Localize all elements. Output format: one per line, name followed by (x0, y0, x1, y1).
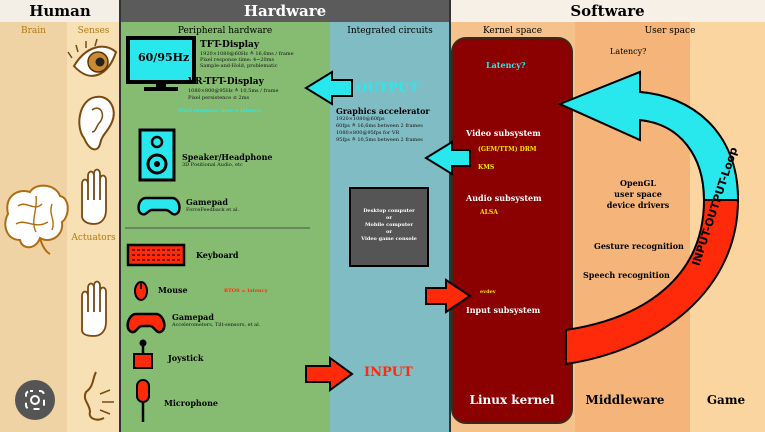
eye-icon (67, 38, 118, 77)
kernel-latency: Latency? (486, 60, 526, 70)
kernel-box (451, 37, 573, 424)
userspace-latency: Latency? (610, 47, 647, 56)
output-arrow (304, 70, 353, 106)
subheader-user-space: User space (644, 26, 696, 36)
vr-title: VR-TFT-Display (188, 77, 264, 87)
gamepad-input-title: Gamepad (172, 312, 214, 322)
alsa-label: ALSA (480, 209, 498, 216)
divider-right (449, 0, 451, 432)
input-output-loop-arrow (557, 70, 740, 366)
opengl-block: OpenGL user space device drivers (598, 178, 678, 211)
speaker-title: Speaker/Headphone (182, 152, 273, 162)
middleware-label: Middleware (585, 393, 665, 407)
mouth-icon (83, 371, 114, 421)
ear-icon (78, 95, 115, 151)
gamepad-output-spec: ForceFeedback et al. (186, 207, 239, 213)
evdev-label: evdev (480, 289, 496, 295)
divider-left (119, 0, 121, 432)
computer-line-2: or (386, 215, 392, 221)
hand-actuator-icon (81, 280, 107, 337)
monitor-refresh-label: 60/95Hz (138, 51, 190, 64)
kms-label: KMS (478, 164, 495, 171)
speech-recognition: Speech recognition (583, 270, 670, 280)
subheader-actuators: Actuators (71, 233, 116, 243)
gpu-spec-4: 95fps ≙ 10,5ms between 2 frames (336, 137, 423, 143)
opengl-line-2: user space (614, 189, 662, 199)
keyboard-title: Keyboard (196, 250, 239, 260)
monitor-icon (126, 36, 196, 91)
joystick-title: Joystick (168, 353, 204, 363)
linux-kernel-label: Linux kernel (469, 393, 555, 407)
output-label: OUTPUT (356, 81, 420, 96)
vr-spec-1: 1080×800@95Hz ≙ 10,5ms / frame (188, 88, 279, 94)
subheader-senses: Senses (77, 26, 110, 36)
tft-title: TFT-Display (200, 40, 260, 50)
gpu-spec-1: 1920×1080@60fps (336, 116, 385, 122)
evdev-input-arrow (425, 278, 472, 314)
gamepad-output-title: Gamepad (186, 197, 228, 207)
gamepad-input-spec: Accelerometers, Tilt-sensors, et al. (172, 322, 261, 328)
game-label: Game (706, 393, 746, 407)
input-label: INPUT (364, 365, 413, 380)
gpu-spec-2: 60fps ≙ 16,6ms between 2 frames (336, 123, 423, 129)
userspace-column (575, 0, 690, 432)
gpu-title: Graphics accelerator (336, 106, 430, 116)
input-subsystem: Input subsystem (466, 305, 541, 315)
tft-spec-1: 1920×1080@60Hz ≙ 16,6ms / frame (200, 51, 294, 57)
opengl-line-3: device drivers (606, 200, 670, 210)
audio-output-arrow (424, 140, 471, 176)
computer-box (349, 187, 429, 267)
mouse-icon (134, 281, 148, 301)
gpu-spec-3: 1080×800@95fps for VR (336, 130, 400, 136)
microphone-icon (136, 379, 150, 422)
tft-spec-3: Sample-and-Hold, problematic (200, 63, 278, 69)
tft-spec-2: Pixel response time: 4~20ms (200, 57, 275, 63)
header-hardware: Hardware (120, 0, 450, 22)
opengl-line-1: OpenGL (620, 178, 656, 188)
gamepad-output-icon (137, 196, 181, 216)
mouse-title: Mouse (158, 285, 188, 295)
speaker-spec: 3D Positional Audio, etc (182, 162, 243, 168)
subheader-integrated: Integrated circuits (347, 26, 433, 36)
vr-note: Pixel response time + latency (178, 108, 261, 114)
gesture-recognition: Gesture recognition (594, 241, 684, 251)
video-subsystem: Video subsystem (466, 128, 541, 138)
hand-touch-icon (81, 168, 107, 225)
brain-icon (4, 184, 69, 255)
microphone-title: Microphone (164, 398, 218, 408)
subheader-brain: Brain (21, 26, 46, 36)
header-software: Software (450, 0, 765, 22)
audio-subsystem: Audio subsystem (466, 193, 542, 203)
keyboard-icon (126, 243, 186, 267)
vr-spec-2: Pixel persistence ≤ 2ms (188, 95, 250, 101)
computer-box-text: Desktop computer or Mobile computer or V… (350, 208, 428, 243)
computer-line-5: Video game console (361, 236, 417, 242)
speaker-icon (138, 128, 176, 182)
subheader-peripheral: Peripheral hardware (177, 26, 273, 36)
computer-line-4: or (386, 229, 392, 235)
computer-line-3: Mobile computer (364, 222, 413, 228)
input-arrow (305, 356, 354, 392)
computer-line-1: Desktop computer (363, 208, 415, 214)
drm-label: (GEM/TTM) DRM (478, 146, 537, 153)
subheader-kernel-space: Kernel space (482, 26, 543, 36)
joystick-icon (133, 339, 153, 369)
rtos-note: RTOS = latency (224, 288, 268, 294)
gamepad-input-icon (126, 312, 166, 334)
visual-search-icon (15, 380, 55, 420)
